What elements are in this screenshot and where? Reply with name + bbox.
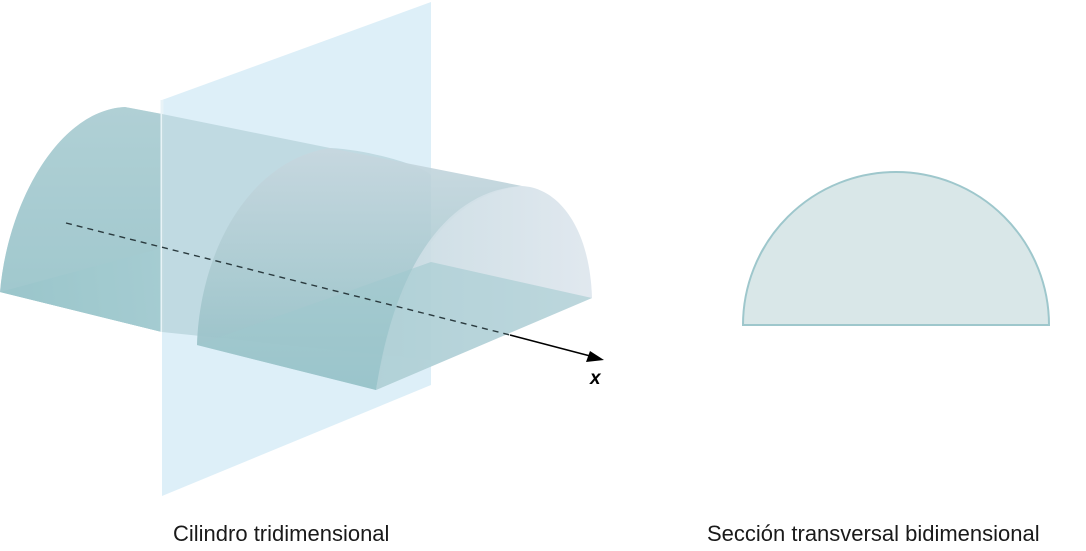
- cross-section-semicircle: [741, 171, 1051, 326]
- solid-left-part: [0, 107, 162, 332]
- caption-3d-cylinder: Cilindro tridimensional: [173, 521, 390, 546]
- solid-right-bottom-face: [197, 262, 592, 390]
- x-axis-arrowhead: [586, 351, 604, 362]
- solid-left-body: [0, 107, 162, 332]
- solid-right-part: [197, 148, 592, 390]
- x-axis-label: x: [589, 368, 602, 389]
- x-axis-solid: [509, 334, 595, 358]
- caption-2d-cross-section: Sección transversal bidimensional: [707, 521, 1040, 546]
- x-axis: x: [65, 222, 604, 389]
